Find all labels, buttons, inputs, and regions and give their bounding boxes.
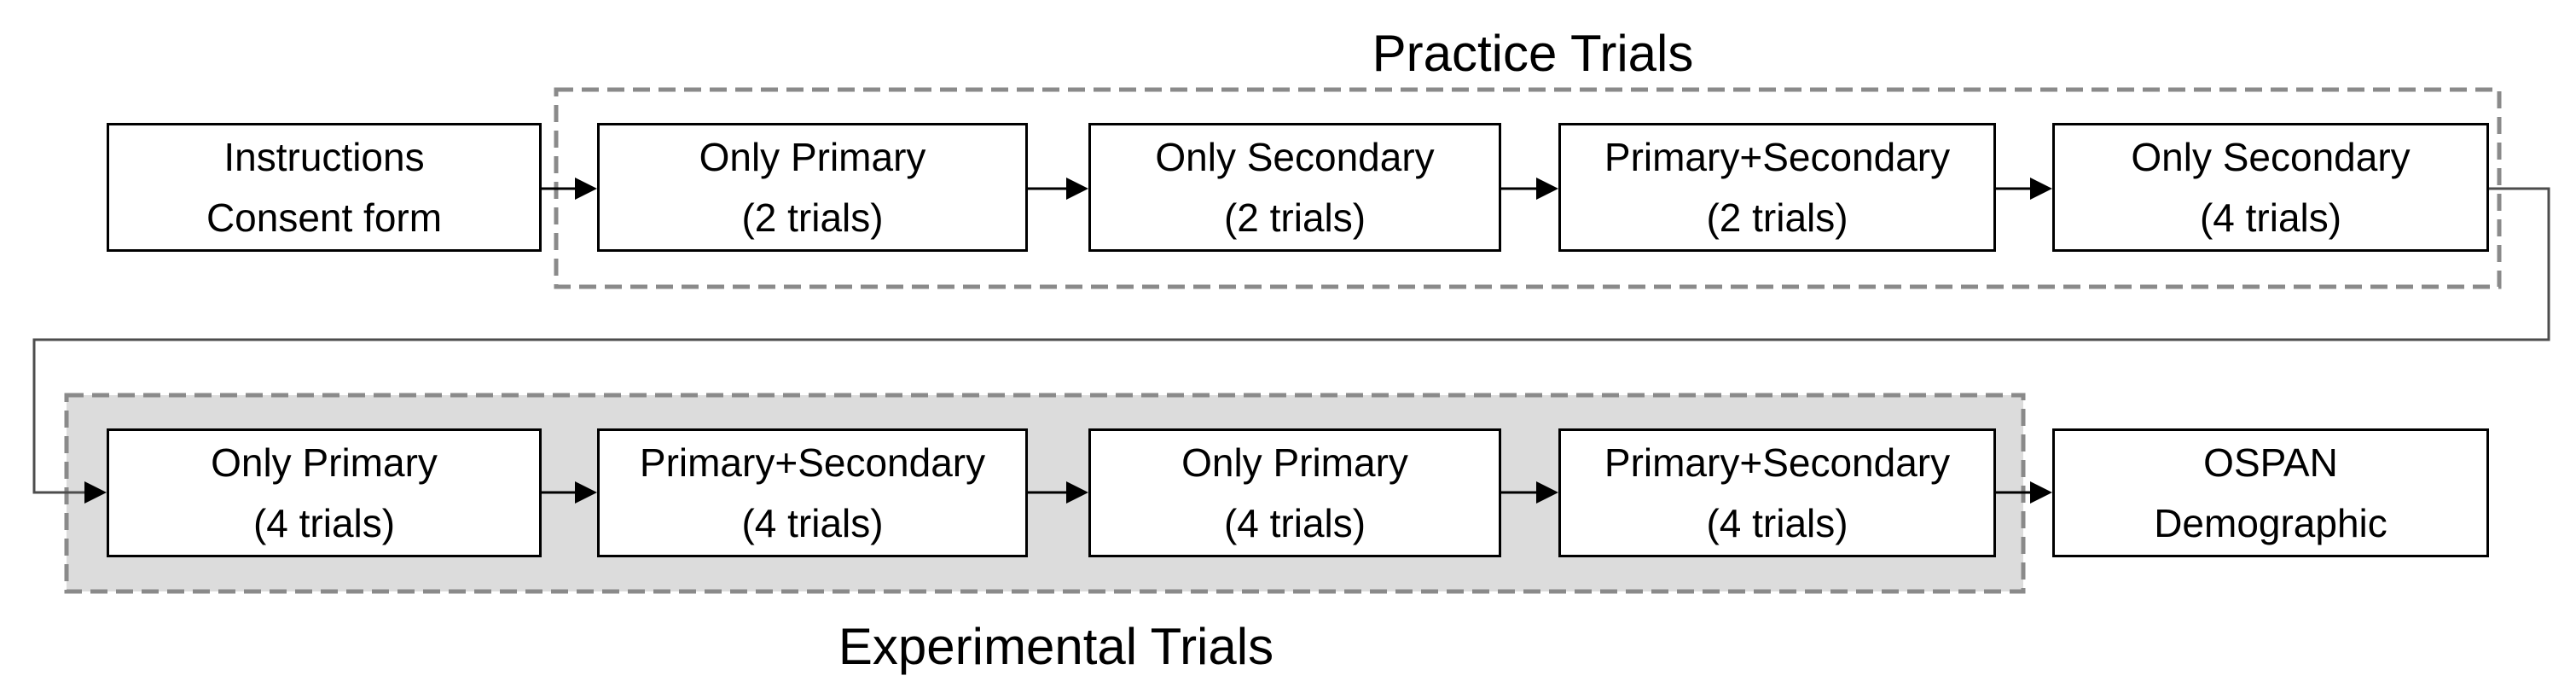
- box-practice-only-secondary-4: Only Secondary (4 trials): [2052, 123, 2489, 252]
- box-label-line1: OSPAN: [2203, 440, 2338, 485]
- box-label-line2: (2 trials): [1223, 195, 1366, 240]
- row-wrap-connector-arrowhead-icon: [84, 481, 107, 504]
- box-label-line2: Consent form: [206, 195, 443, 240]
- box-label-line1: Only Primary: [699, 134, 926, 179]
- arrow-row1-2-icon: [1028, 178, 1088, 200]
- box-experimental-primary-secondary-1: Primary+Secondary (4 trials): [597, 428, 1028, 557]
- practice-trials-label: Practice Trials: [1372, 25, 1694, 82]
- box-label-line2: (4 trials): [1706, 500, 1848, 545]
- arrow-row2-4-icon: [1996, 481, 2052, 504]
- box-label-line2: Demographic: [2154, 500, 2387, 545]
- box-label-line2: (4 trials): [252, 500, 396, 545]
- arrow-row2-3-icon: [1501, 481, 1558, 504]
- box-practice-only-primary: Only Primary (2 trials): [597, 123, 1028, 252]
- arrow-row1-1-icon: [542, 178, 597, 200]
- box-label-line2: (4 trials): [2199, 195, 2342, 240]
- box-experimental-primary-secondary-2: Primary+Secondary (4 trials): [1558, 428, 1996, 557]
- box-label-line1: Instructions: [223, 134, 425, 179]
- row-wrap-connector-line: [32, 187, 2550, 494]
- arrow-row2-2-icon: [1028, 481, 1088, 504]
- box-label-line1: Only Primary: [211, 440, 438, 485]
- box-practice-primary-secondary: Primary+Secondary (2 trials): [1558, 123, 1996, 252]
- box-experimental-only-primary-1: Only Primary (4 trials): [107, 428, 542, 557]
- box-instructions-consent: Instructions Consent form: [107, 123, 542, 252]
- box-practice-only-secondary: Only Secondary (2 trials): [1088, 123, 1501, 252]
- box-label-line2: (4 trials): [1223, 500, 1366, 545]
- experimental-trials-label: Experimental Trials: [838, 618, 1274, 675]
- box-label-line1: Primary+Secondary: [1604, 134, 1951, 179]
- box-label-line2: (4 trials): [741, 500, 884, 545]
- arrow-row2-1-icon: [542, 481, 597, 504]
- box-label-line1: Only Primary: [1181, 440, 1408, 485]
- box-label-line2: (2 trials): [741, 195, 884, 240]
- box-label-line2: (2 trials): [1706, 195, 1848, 240]
- box-label-line1: Primary+Secondary: [639, 440, 986, 485]
- arrow-row1-4-icon: [1996, 178, 2052, 200]
- arrow-row1-3-icon: [1501, 178, 1558, 200]
- box-ospan-demographic: OSPAN Demographic: [2052, 428, 2489, 557]
- box-label-line1: Only Secondary: [2131, 134, 2411, 179]
- box-experimental-only-primary-2: Only Primary (4 trials): [1088, 428, 1501, 557]
- box-label-line1: Only Secondary: [1155, 134, 1435, 179]
- box-label-line1: Primary+Secondary: [1604, 440, 1951, 485]
